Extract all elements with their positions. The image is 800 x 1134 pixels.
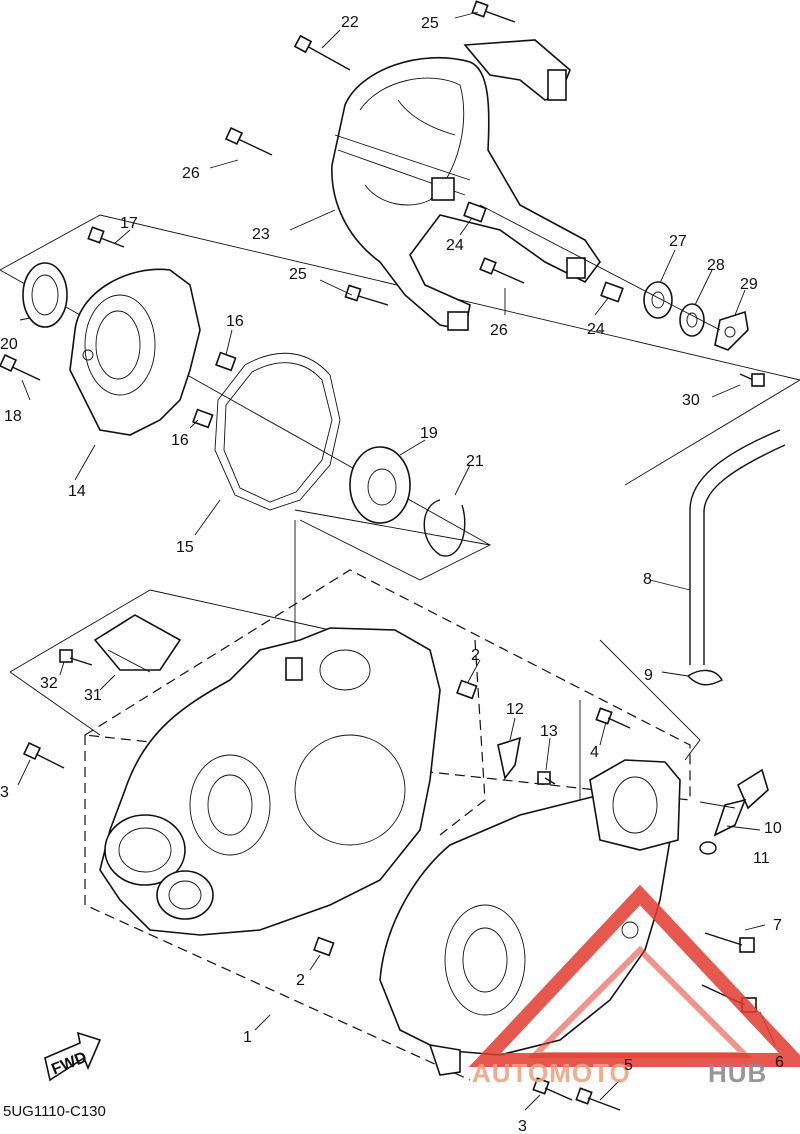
callout-label: 27 [669, 233, 687, 250]
callout-label: 3 [518, 1118, 527, 1134]
dipstick-10 [699, 768, 769, 855]
bolts-lower [22, 707, 757, 1111]
callout-label: 31 [84, 687, 102, 704]
callout-label: 32 [40, 675, 58, 692]
callout-label: 29 [740, 276, 758, 293]
hose-8 [686, 429, 786, 686]
callout-label: 21 [466, 453, 484, 470]
watermark-text-2: HUB [708, 1058, 767, 1088]
callout-label: 16 [226, 313, 244, 330]
callout-label: 4 [590, 744, 599, 761]
callout-label: 20 [0, 336, 18, 353]
callout-label: 11 [753, 850, 770, 867]
callout-label: 15 [176, 539, 194, 556]
callout-label: 23 [252, 226, 270, 243]
bearing-parts-27-29 [479, 204, 749, 351]
callout-label: 28 [707, 257, 725, 274]
callout-label: 10 [764, 820, 782, 837]
callout-label: 13 [540, 723, 558, 740]
callout-label: 6 [775, 1054, 784, 1071]
callouts: 1 2 2 3 3 4 5 6 7 8 9 10 11 12 13 14 15 … [0, 14, 784, 1134]
callout-label: 8 [643, 571, 652, 588]
callout-label: 24 [446, 237, 464, 254]
callout-label: 24 [587, 321, 605, 338]
diagram-code: 5UG1110-C130 [3, 1103, 106, 1120]
cover-23 [331, 39, 601, 331]
callout-label: 14 [68, 483, 86, 500]
callout-label: 30 [682, 392, 700, 409]
watermark-text-1: AUTOMOTO [472, 1058, 631, 1088]
callout-label: 3 [0, 784, 9, 801]
callout-label: 7 [773, 917, 782, 934]
callout-label: 18 [4, 408, 22, 425]
callout-label: 9 [644, 667, 653, 684]
callout-label: 1 [243, 1029, 252, 1046]
callout-label: 26 [490, 322, 508, 339]
fwd-arrow-icon: FWD [44, 1031, 102, 1082]
callout-label: 22 [341, 14, 359, 31]
callout-label: 25 [289, 266, 307, 283]
gasket-15 [214, 352, 341, 511]
small-parts [59, 614, 556, 785]
callout-label: 5 [624, 1057, 633, 1074]
dowels [192, 201, 624, 957]
crankcase-left [99, 627, 441, 936]
callout-label: 17 [120, 215, 138, 232]
callout-label: 26 [182, 165, 200, 182]
bolts-top [0, 0, 765, 387]
callout-label: 25 [421, 15, 439, 32]
watermark-logo: AUTOMOTO HUB [468, 884, 800, 1088]
callout-label: 2 [471, 647, 480, 664]
bearing-19 [349, 446, 466, 557]
callout-label: 2 [296, 972, 305, 989]
callout-label: 19 [420, 425, 438, 442]
leader-lines [17, 11, 776, 1111]
callout-label: 12 [506, 701, 524, 718]
callout-label: 16 [171, 432, 189, 449]
cover-14 [22, 262, 201, 436]
